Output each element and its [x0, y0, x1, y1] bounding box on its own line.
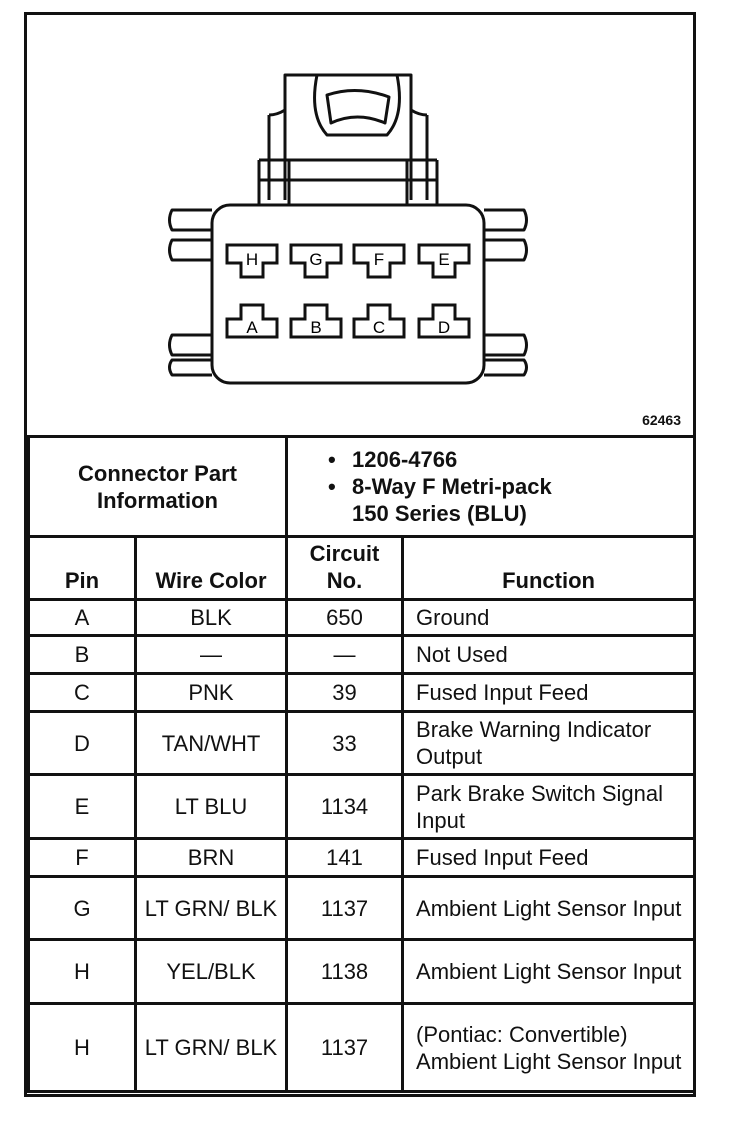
pin-cavity: D	[417, 303, 471, 339]
header-circuit: Circuit No.	[285, 535, 405, 601]
cell-pin: A	[27, 598, 137, 637]
pin-cavity: G	[289, 243, 343, 279]
cell-pin: D	[27, 710, 137, 776]
cell-function: (Pontiac: Convertible) Ambient Light Sen…	[401, 1002, 697, 1093]
cell-circuit: 1138	[285, 938, 405, 1005]
pin-cavity: A	[225, 303, 279, 339]
pin-cavity: F	[352, 243, 406, 279]
cell-wire-color: —	[133, 634, 289, 675]
cell-pin: H	[27, 938, 137, 1005]
pinout-table: Connector Part Information •1206-4766 •8…	[26, 435, 697, 1093]
cell-wire-color: BLK	[133, 598, 289, 637]
pin-label: G	[309, 250, 322, 269]
cell-wire-color: LT GRN/ BLK	[133, 875, 289, 941]
cell-function: Ambient Light Sensor Input	[401, 938, 697, 1005]
cell-function: Fused Input Feed	[401, 672, 697, 713]
cell-pin: B	[27, 634, 137, 675]
cell-function: Fused Input Feed	[401, 837, 697, 878]
cell-function: Ambient Light Sensor Input	[401, 875, 697, 941]
cell-circuit: 1137	[285, 875, 405, 941]
cell-function: Brake Warning Indicator Output	[401, 710, 697, 776]
connector-body	[210, 203, 486, 385]
connector-info-label: Connector Part Information	[26, 435, 289, 538]
cell-wire-color: YEL/BLK	[133, 938, 289, 1005]
cell-pin: H	[27, 1002, 137, 1093]
pin-label: F	[374, 250, 384, 269]
cell-pin: C	[27, 672, 137, 713]
cell-circuit: 39	[285, 672, 405, 713]
pin-label: D	[438, 318, 450, 337]
info-item: 150 Series (BLU)	[352, 501, 527, 526]
pin-cavity: C	[352, 303, 406, 339]
figure-number: 62463	[642, 412, 681, 428]
cell-circuit: 650	[285, 598, 405, 637]
header-pin: Pin	[27, 535, 137, 601]
pin-cavity: H	[225, 243, 279, 279]
pin-label: A	[246, 318, 258, 337]
pin-cavity: E	[417, 243, 471, 279]
info-item: •1206-4766	[328, 447, 458, 472]
cell-function: Not Used	[401, 634, 697, 675]
cell-circuit: 33	[285, 710, 405, 776]
header-row: Pin Wire Color Circuit No. Function	[27, 535, 697, 601]
header-function: Function	[401, 535, 697, 601]
pin-cavity: B	[289, 303, 343, 339]
cell-wire-color: PNK	[133, 672, 289, 713]
cell-function: Park Brake Switch Signal Input	[401, 773, 697, 840]
cell-wire-color: TAN/WHT	[133, 710, 289, 776]
connector-drawing: H G F E A B C D	[168, 73, 528, 385]
pin-label: E	[438, 250, 449, 269]
cell-pin: G	[27, 875, 137, 941]
cell-wire-color: LT GRN/ BLK	[133, 1002, 289, 1093]
pin-label: H	[246, 250, 258, 269]
info-item: •8-Way F Metri-pack	[328, 474, 552, 499]
connector-info-list: •1206-4766 •8-Way F Metri-pack 150 Serie…	[285, 435, 697, 538]
latch-outline	[283, 73, 413, 200]
pin-label: C	[373, 318, 385, 337]
cell-circuit: 141	[285, 837, 405, 878]
pin-row-bottom: A B C D	[225, 303, 471, 339]
header-wire-color: Wire Color	[133, 535, 289, 601]
cell-function: Ground	[401, 598, 697, 637]
cell-pin: F	[27, 837, 137, 878]
cell-circuit: —	[285, 634, 405, 675]
cell-pin: E	[27, 773, 137, 840]
cell-circuit: 1137	[285, 1002, 405, 1093]
cell-wire-color: LT BLU	[133, 773, 289, 840]
table-row: B——Not Used	[27, 634, 697, 675]
cell-circuit: 1134	[285, 773, 405, 840]
cell-wire-color: BRN	[133, 837, 289, 878]
pin-label: B	[310, 318, 321, 337]
